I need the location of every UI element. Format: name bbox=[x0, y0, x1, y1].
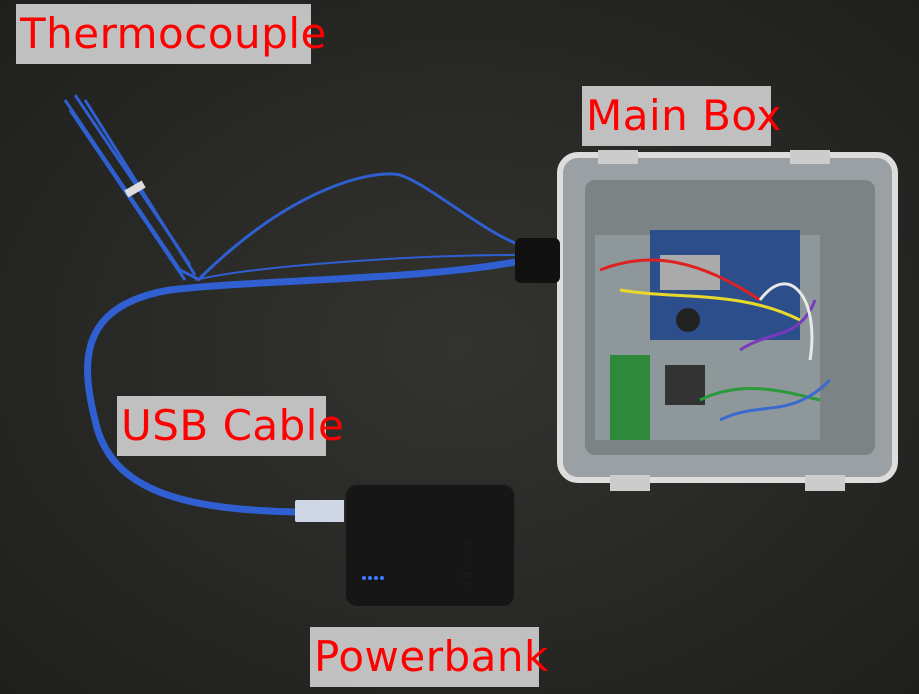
usb-cable bbox=[84, 258, 516, 516]
label-thermocouple: Thermocouple bbox=[16, 4, 326, 64]
main-box bbox=[515, 150, 898, 491]
powerbank-brand-logo: ANKER bbox=[460, 540, 475, 592]
label-usb-cable: USB Cable bbox=[117, 396, 344, 456]
cable-tie bbox=[124, 180, 146, 198]
label-main-box: Main Box bbox=[582, 86, 781, 146]
powerbank-device bbox=[344, 483, 516, 608]
usb-plug bbox=[295, 500, 350, 522]
label-powerbank: Powerbank bbox=[310, 627, 548, 687]
cable-gland bbox=[515, 238, 560, 283]
